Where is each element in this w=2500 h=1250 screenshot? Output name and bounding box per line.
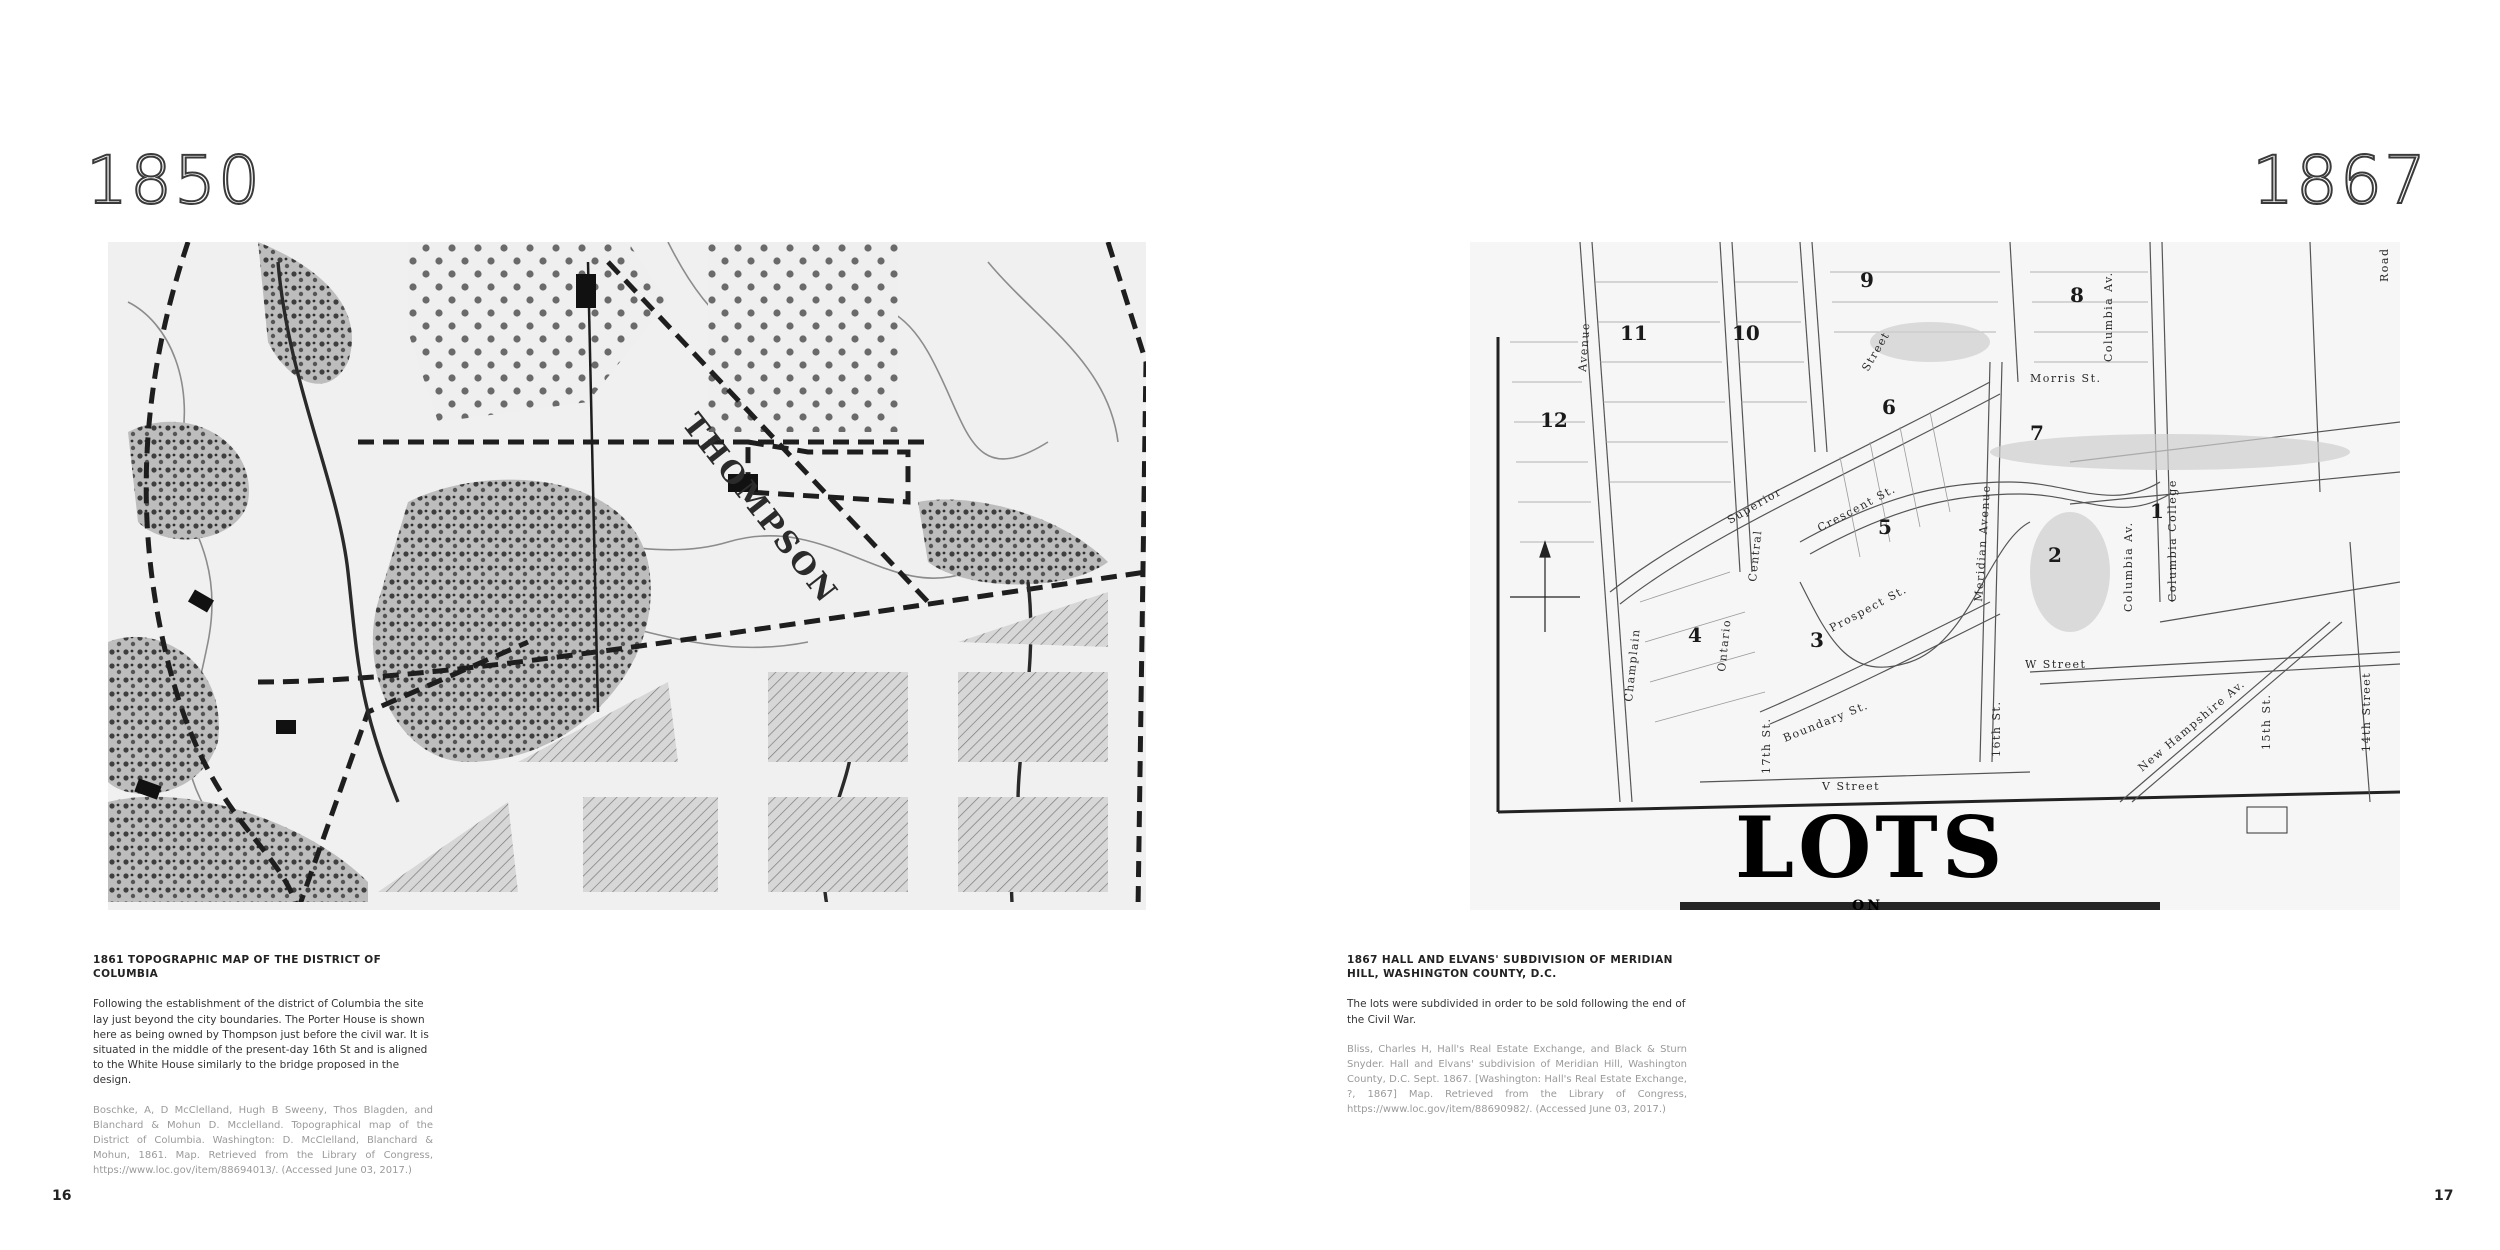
block-number-12: 12 [1540,408,1568,432]
page-number-left: 16 [52,1188,72,1204]
street-14th-street: 14th Street [2360,672,2373,752]
left-caption-title: 1861 Topographic Map of the District of … [93,954,382,981]
block-number-2: 2 [2048,543,2062,567]
street-central: Central [1746,529,1764,582]
subdivision-map-1867: 9 8 11 10 12 6 7 5 4 1 2 3 Columbia Av. … [1470,242,2400,910]
street-16th: 16th St. [1990,701,2003,757]
street-road: Road [2378,247,2391,282]
street-w-street: W Street [2025,658,2086,671]
block-number-1: 1 [2150,499,2164,523]
street-columbia-college: Columbia College [2166,479,2179,602]
right-caption: 1867 Hall and Elvans' Subdivision of Mer… [1347,953,1687,1117]
page-number-right: 17 [2434,1188,2454,1204]
compass-icon [1510,540,1580,632]
year-heading-1850: 1850 [85,142,262,219]
block-number-9: 9 [1860,268,1874,292]
block-number-6: 6 [1882,395,1896,419]
street-ontario: Ontario [1715,618,1733,672]
block-number-4: 4 [1688,623,1702,647]
lots-banner: LOTS [1735,798,2006,897]
block-number-10: 10 [1732,321,1760,345]
year-heading-1867: 1867 [2251,142,2428,219]
street-columbia-av: Columbia Av. [2122,521,2135,612]
block-number-11: 11 [1620,321,1648,345]
block-number-3: 3 [1810,628,1824,652]
block-number-5: 5 [1878,515,1892,539]
right-caption-title: 1867 Hall and Elvans' Subdivision of Mer… [1347,954,1673,981]
street-columbia-av-north: Columbia Av. [2102,271,2115,362]
left-citation: Boschke, A, D McClelland, Hugh B Sweeny,… [93,1104,433,1176]
street-morris-st: Morris St. [2030,372,2102,385]
street-v-street: V Street [1821,780,1880,793]
street-17th: 17th St. [1760,718,1773,774]
block-number-8: 8 [2070,283,2084,307]
left-caption: 1861 Topographic Map of the District of … [93,953,433,1178]
right-citation: Bliss, Charles H, Hall's Real Estate Exc… [1347,1043,1687,1115]
topographic-map-1861: THOMPSON [108,242,1146,910]
street-15th: 15th St. [2260,694,2273,750]
left-caption-body: Following the establishment of the distr… [93,998,429,1087]
street-avenue: Avenue [1576,322,1593,374]
right-caption-body: The lots were subdivided in order to be … [1347,998,1686,1026]
block-number-7: 7 [2030,421,2044,445]
